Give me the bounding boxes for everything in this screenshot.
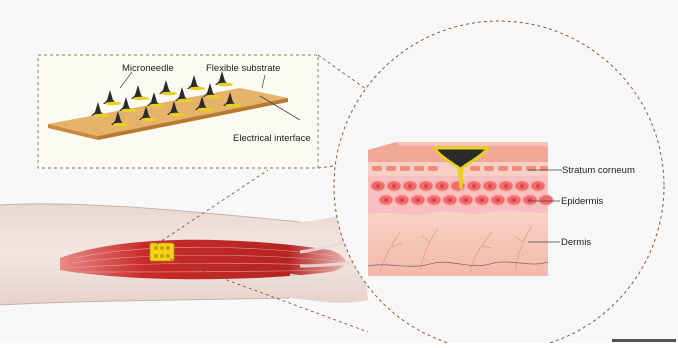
- forearm-illustration: [0, 204, 368, 305]
- microneedle-inset: Microneedle Flexible substrate Electrica…: [38, 55, 318, 168]
- skin-magnifier: [334, 21, 664, 343]
- label-flexible-substrate: Flexible substrate: [206, 63, 280, 74]
- corner-scrollbar-mark: [612, 339, 676, 342]
- label-microneedle: Microneedle: [122, 63, 174, 74]
- muscle-patch-icon: [150, 243, 174, 261]
- label-stratum-corneum: Stratum corneum: [562, 165, 635, 176]
- label-dermis: Dermis: [561, 237, 591, 248]
- skin-layers-icon: [368, 142, 553, 276]
- label-epidermis: Epidermis: [561, 196, 603, 207]
- label-electrical-interface: Electrical interface: [233, 133, 311, 144]
